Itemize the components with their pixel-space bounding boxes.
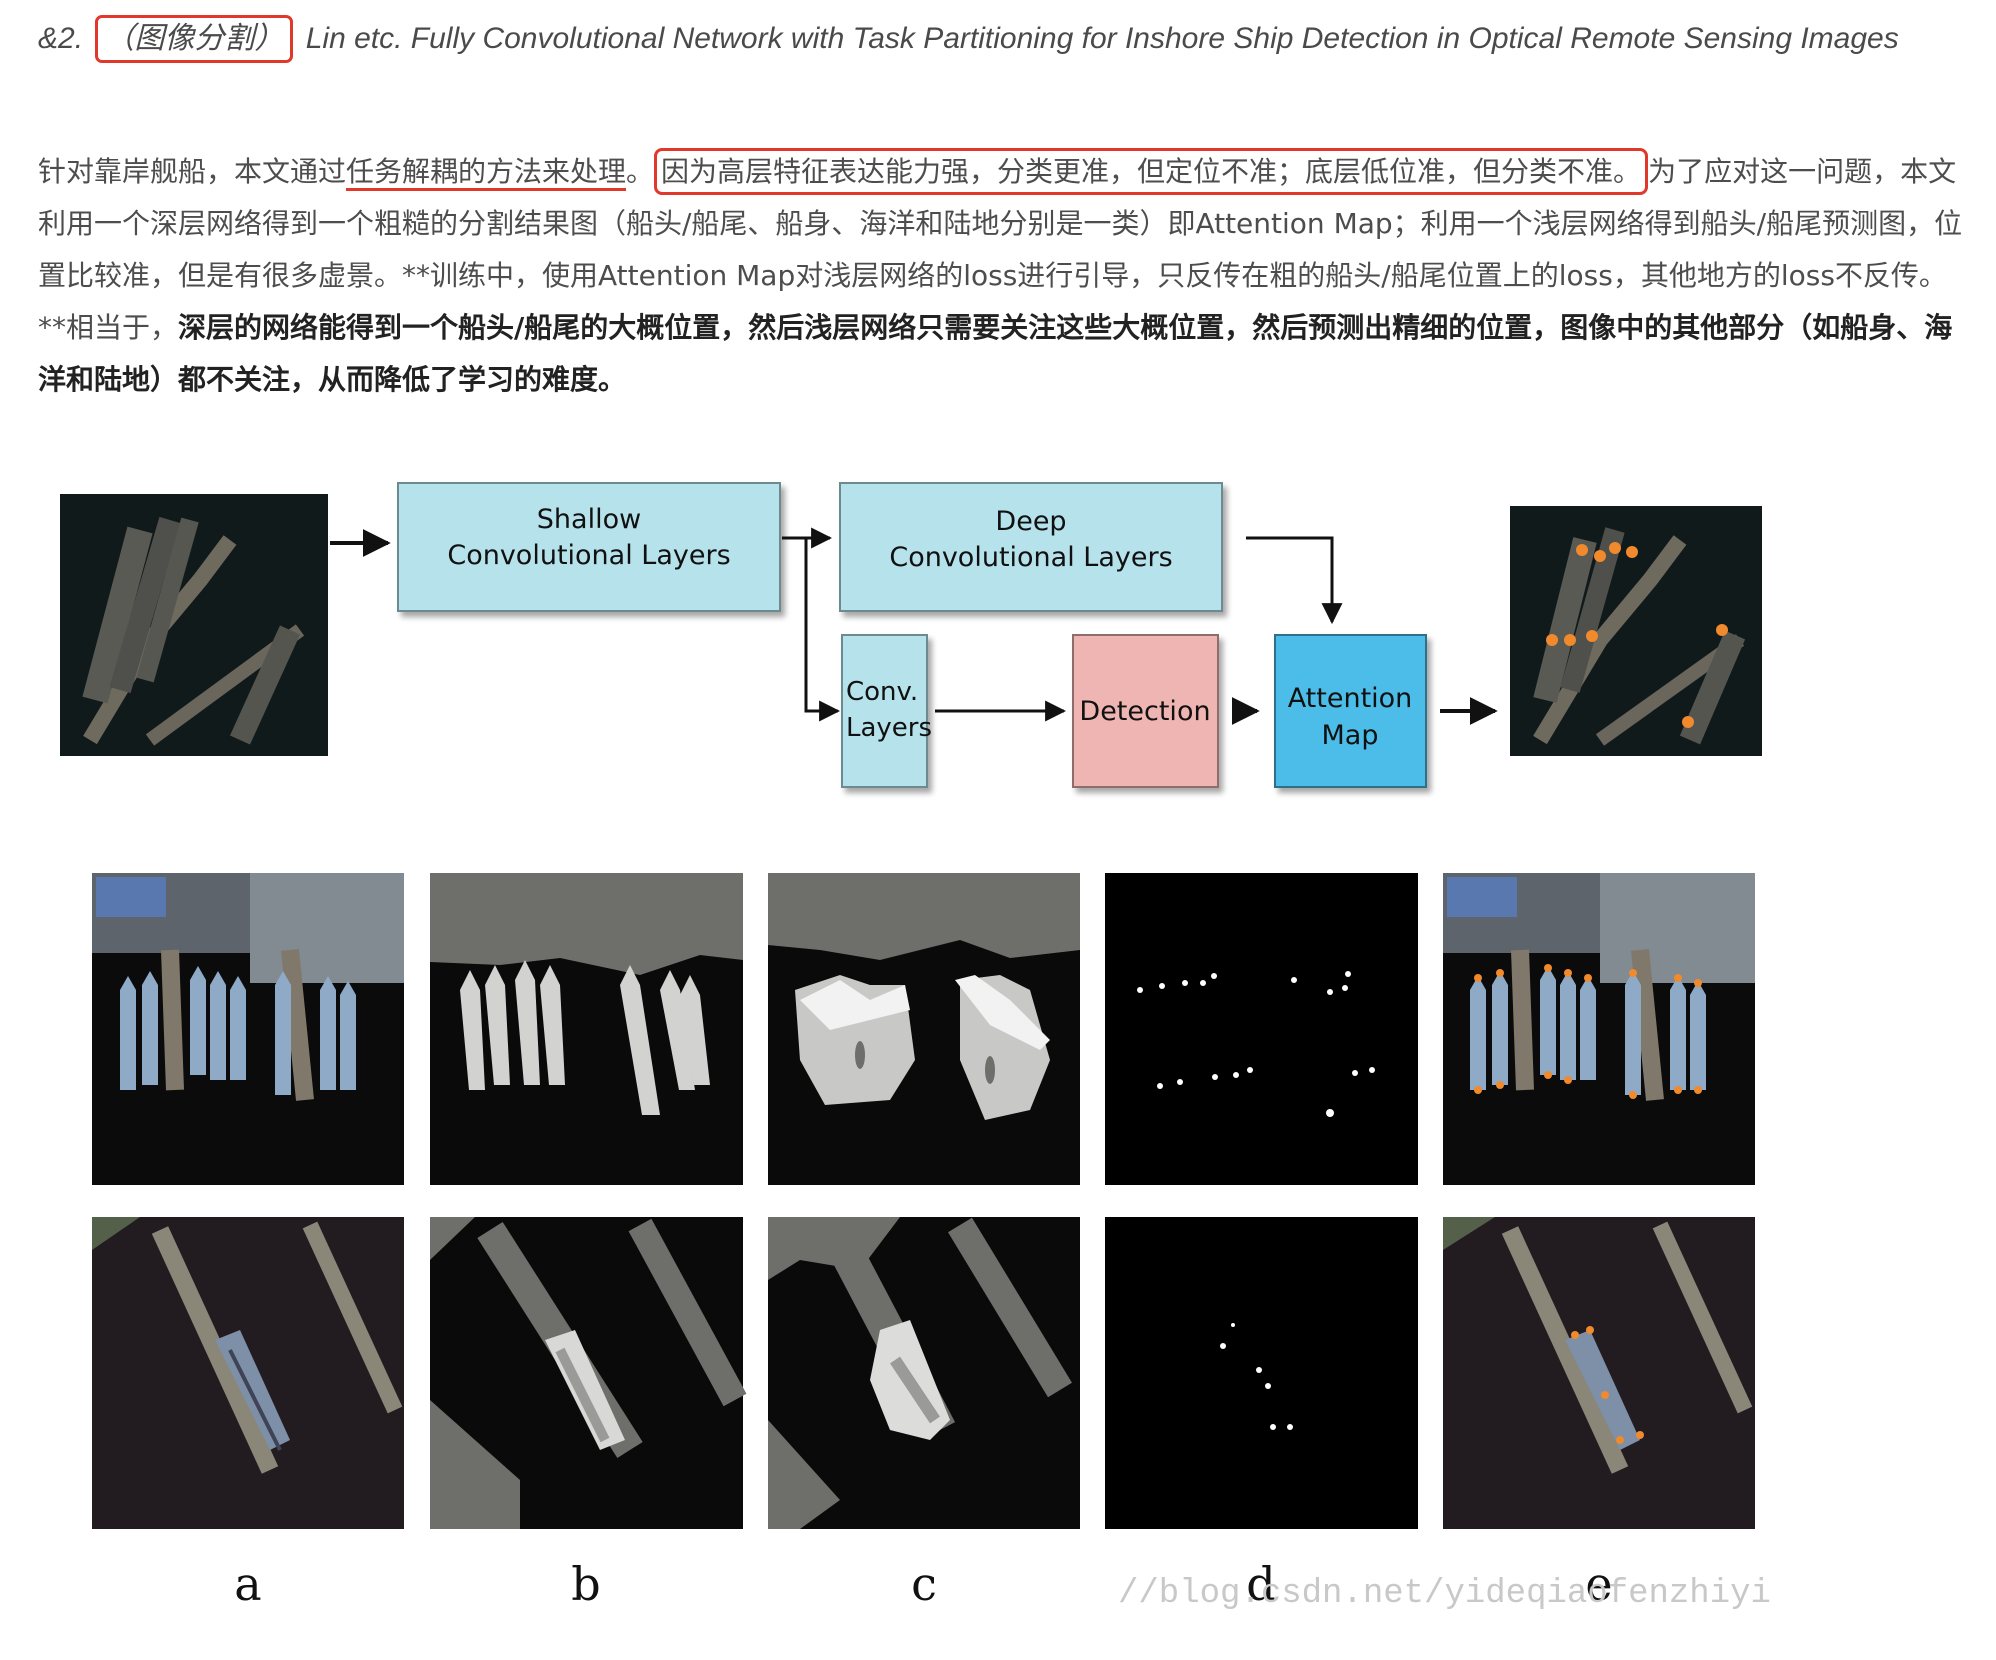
result-row2-col-b	[430, 1217, 747, 1529]
attention-map-box	[1274, 634, 1427, 788]
conv-label-1: Conv.	[846, 677, 918, 707]
paper-title: Lin etc. Fully Convolutional Network wit…	[305, 22, 1899, 55]
watermark: //blog.csdn.net/yideqiaofenzhiyi	[1118, 1575, 1771, 1613]
column-label-e: e	[1585, 1557, 1612, 1611]
arrow-deep-to-attention	[1246, 536, 1343, 625]
result-row2-col-e	[1443, 1217, 1755, 1529]
deep-label-2: Convolutional Layers	[889, 542, 1172, 573]
result-row2-col-a	[92, 1217, 404, 1529]
bold-sentence: 深层的网络能得到一个船头/船尾的大概位置，然后浅层网络只需要关注这些大概位置，然…	[38, 311, 1953, 396]
para-part-5: 为了应对这一问题，本文利用一个深层网络得到一个粗糙的分割结果图（船头/船尾、船身…	[38, 155, 1963, 344]
heading-prefix: &2.	[38, 22, 84, 55]
underlined-phrase: 任务解耦的方法来处理	[346, 155, 627, 191]
column-label-a: a	[234, 1557, 261, 1611]
result-row1-col-d	[1105, 873, 1418, 1185]
result-row2-col-c	[768, 1217, 1080, 1529]
output-image	[1510, 506, 1762, 756]
input-image	[60, 494, 328, 756]
result-row1-col-a	[92, 873, 404, 1185]
summary-paragraph: 针对靠岸舰船，本文通过任务解耦的方法来处理。因为高层特征表达能力强，分类更准，但…	[38, 146, 1968, 406]
result-row2-col-d	[1105, 1217, 1418, 1529]
column-label-d: d	[1246, 1557, 1275, 1611]
deep-conv-box	[839, 482, 1223, 612]
attention-label-2: Map	[1322, 720, 1379, 751]
result-row1-col-b	[430, 873, 743, 1185]
shallow-label-2: Convolutional Layers	[447, 540, 730, 571]
para-part-1: 针对靠岸舰船，本文通过	[38, 155, 347, 188]
column-label-c: c	[911, 1557, 937, 1611]
result-row1-col-e	[1443, 873, 1755, 1185]
column-label-b: b	[571, 1557, 600, 1611]
shallow-conv-box	[397, 482, 781, 612]
detection-label: Detection	[1079, 696, 1210, 727]
arrow-shallow-to-conv	[804, 538, 841, 722]
boxed-sentence: 因为高层特征表达能力强，分类更准，但定位不准；底层低位准，但分类不准。	[654, 148, 1649, 195]
shallow-label-1: Shallow	[537, 504, 641, 535]
conv-layers-box	[841, 634, 928, 788]
deep-label-1: Deep	[995, 506, 1066, 537]
para-part-3: 。	[626, 155, 655, 188]
attention-label-1: Attention	[1288, 683, 1413, 714]
conv-label-2: Layers	[846, 713, 932, 743]
article-heading: &2. （图像分割） Lin etc. Fully Convolutional …	[38, 12, 1968, 66]
detection-box	[1072, 634, 1219, 788]
result-row1-col-c	[768, 873, 1080, 1185]
category-tag: （图像分割）	[95, 15, 294, 63]
